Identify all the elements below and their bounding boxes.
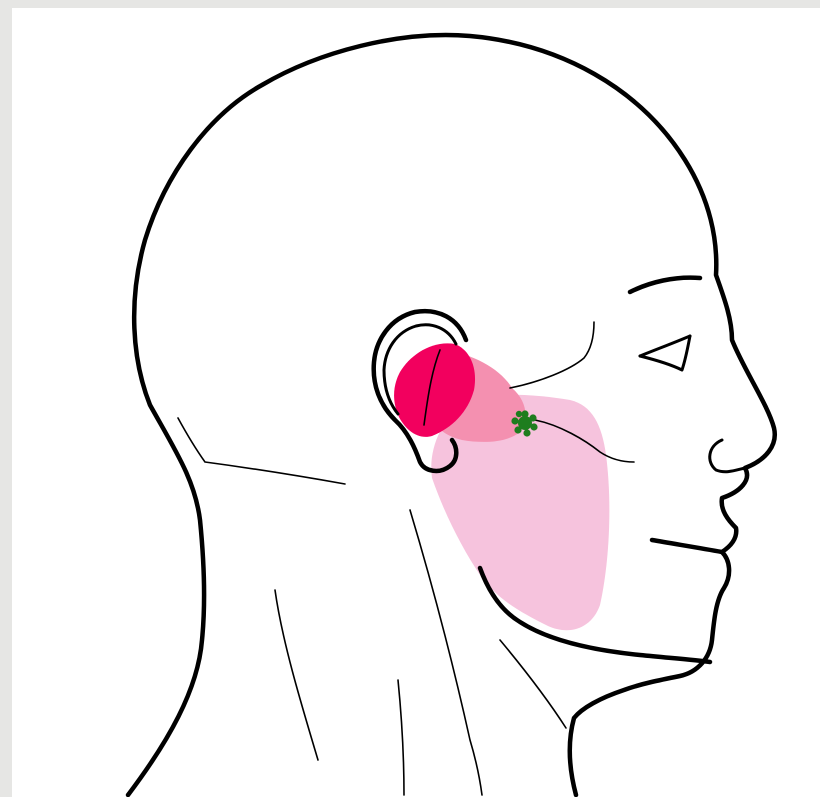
head-referral-pain-diagram: [0, 0, 820, 797]
